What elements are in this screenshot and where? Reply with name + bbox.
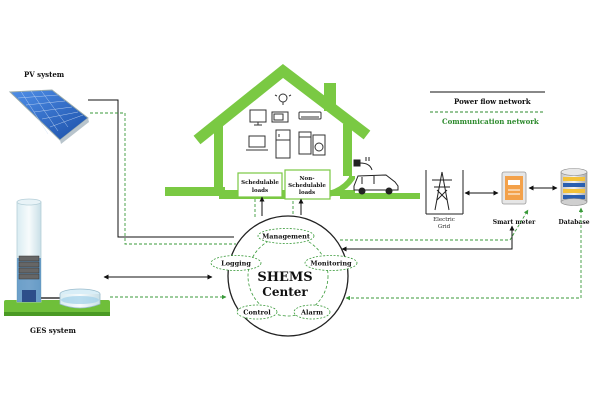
database-icon [560,168,588,206]
dishwasher-icon [298,131,312,155]
non-schedulable-loads-box: Non- Schedulable loads [284,169,331,200]
electric-car-icon [353,174,399,195]
logging-label: Logging [221,260,251,268]
schedulable-label: Schedulable [241,180,279,186]
legend-power: Power flow network [454,97,531,106]
smart-meter: Smart meter [493,171,536,226]
ev-charger-icon [353,157,373,171]
pv-label: PV system [24,70,65,79]
appliances [246,93,326,159]
database: Database [558,168,590,226]
schedulable-loads-box: Schedulable loads [237,172,283,198]
non-schedulable-label-3: loads [299,190,315,196]
module-logging: Logging [210,255,262,271]
management-label: Management [262,233,310,241]
module-monitoring: Monitoring [304,255,358,271]
shems-center: Management Logging Monitoring Control Al… [210,215,358,337]
module-management: Management [257,228,315,244]
lightbulb-icon [274,93,292,105]
smart-meter-icon [501,171,527,205]
legend: Power flow network Communication network [430,91,545,126]
non-schedulable-label: Non- [300,176,315,182]
legend-comm: Communication network [442,117,539,126]
meter-label: Smart meter [493,219,536,226]
alarm-label: Alarm [300,309,323,317]
module-alarm: Alarm [293,304,331,320]
gravity-energy-storage-icon [4,198,110,316]
non-schedulable-label-2: Schedulable [288,183,326,189]
house: Schedulable loads Non- Schedulable loads [165,64,420,200]
electric-grid: Electric Grid [425,170,464,230]
database-label: Database [558,219,589,226]
grid-label-1: Electric [433,217,455,223]
shems-title: SHEMS [257,270,312,285]
monitoring-label: Monitoring [310,260,352,268]
control-label: Control [243,309,271,317]
air-conditioner-icon [298,111,322,120]
transmission-tower-icon [425,170,464,215]
microwave-icon [271,111,289,123]
shems-subtitle: Center [262,285,308,299]
ges-label: GES system [30,326,76,335]
ges-system: GES system [4,198,110,335]
solar-panel-icon [8,89,89,144]
pv-system: PV system [8,70,89,144]
grid-label-2: Grid [438,224,451,230]
schedulable-label-2: loads [252,188,268,194]
tv-icon [249,109,267,126]
washing-machine-icon [312,134,326,156]
module-control: Control [236,304,278,320]
laptop-icon [246,135,268,151]
communication-lines [90,112,584,301]
refrigerator-icon [275,129,291,159]
